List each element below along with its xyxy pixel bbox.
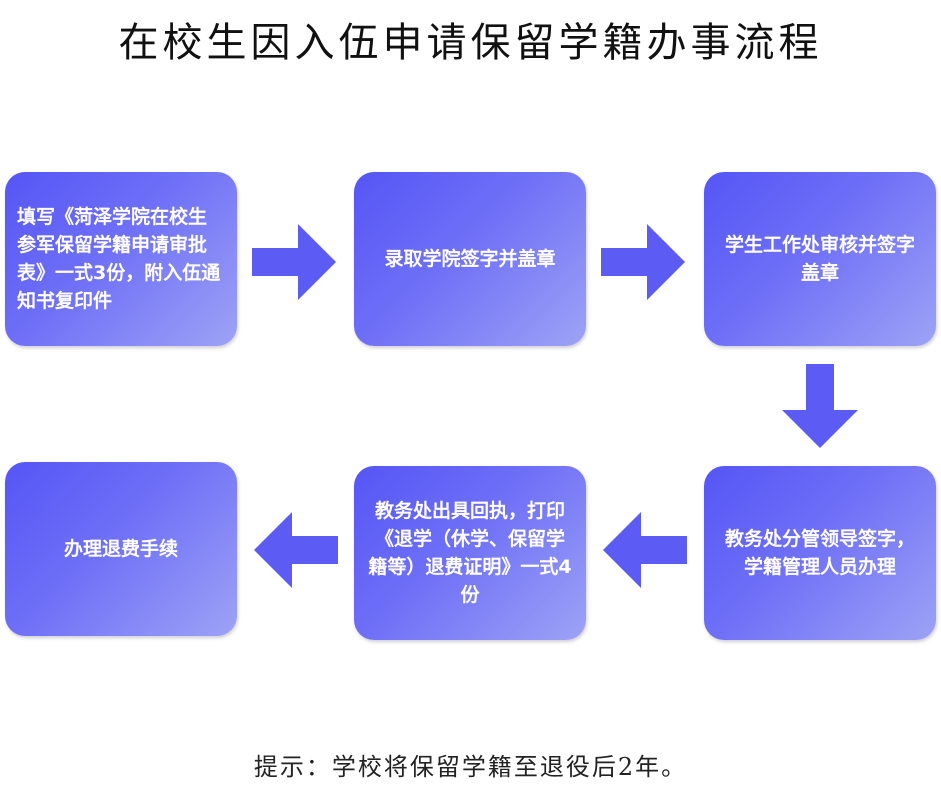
arrow-right-1-icon xyxy=(252,224,336,300)
step-3-text: 学生工作处审核并签字盖章 xyxy=(724,234,915,284)
arrow-left-2-icon xyxy=(254,512,338,588)
arrow-right-2-icon xyxy=(601,224,685,300)
step-2-text: 录取学院签字并盖章 xyxy=(384,248,556,270)
arrow-down-icon xyxy=(782,364,858,448)
step-5-box: 教务处出具回执，打印《退学（休学、保留学籍等）退费证明》一式4份 xyxy=(354,466,586,640)
step-1-box: 填写《菏泽学院在校生参军保留学籍申请审批表》一式3份，附入伍通知书复印件 xyxy=(5,172,237,346)
step-4-text: 教务处分管领导签字，学籍管理人员办理 xyxy=(724,528,915,578)
step-6-box: 办理退费手续 xyxy=(5,462,237,636)
step-4-box: 教务处分管领导签字，学籍管理人员办理 xyxy=(704,466,936,640)
arrow-left-1-icon xyxy=(603,512,687,588)
page-title: 在校生因入伍申请保留学籍办事流程 xyxy=(118,20,823,66)
step-2-box: 录取学院签字并盖章 xyxy=(354,172,586,346)
step-5-text: 教务处出具回执，打印《退学（休学、保留学籍等）退费证明》一式4份 xyxy=(368,500,572,606)
step-6-text: 办理退费手续 xyxy=(63,538,178,560)
step-3-box: 学生工作处审核并签字盖章 xyxy=(704,172,936,346)
note-text: 提示：学校将保留学籍至退役后2年。 xyxy=(253,753,688,781)
step-1-text: 填写《菏泽学院在校生参军保留学籍申请审批表》一式3份，附入伍通知书复印件 xyxy=(17,206,221,312)
